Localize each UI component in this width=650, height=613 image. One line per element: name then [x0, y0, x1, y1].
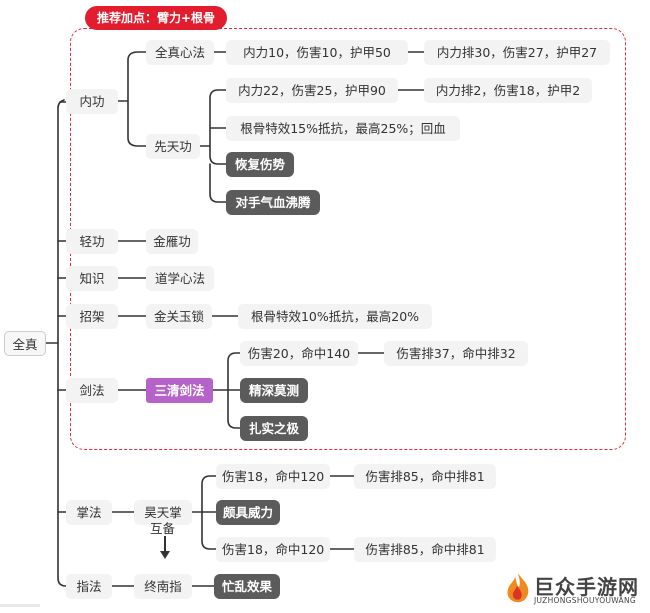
zhifa-skill-mangluan: 忙乱效果 [214, 574, 280, 599]
jianfa-skill-jingshen: 精深莫测 [240, 378, 308, 403]
relation-label: 互备 [150, 521, 176, 536]
node-jianfa: 剑法 [66, 378, 118, 403]
node-zhifa: 指法 [66, 574, 112, 599]
corner-divider [0, 604, 40, 607]
node-qinggong: 轻功 [66, 229, 118, 254]
node-sanqing-jianfa: 三清剑法 [146, 378, 213, 403]
node-xiantian-gong: 先天功 [146, 134, 200, 159]
zhangfa-skill-weili: 颇具威力 [216, 500, 280, 525]
xiantian-stats: 内力22，伤害25，护甲90 [226, 78, 398, 103]
watermark: 巨众手游网 JUZHONGSHOUYOUWANG [498, 568, 648, 610]
recommendation-banner: 推荐加点：臂力+根骨 [85, 6, 228, 30]
xiantian-effect: 根骨特效15%抵抗，最高25%；回血 [226, 116, 460, 141]
zhangfa-stats-2: 伤害18，命中120 [216, 537, 330, 562]
zhangfa-stats: 伤害18，命中120 [216, 464, 330, 489]
node-zhangfa: 掌法 [66, 500, 112, 525]
jianfa-skill-zhashi: 扎实之极 [240, 416, 308, 441]
xiantian-skill-blood: 对手气血沸腾 [226, 190, 320, 215]
quanzhen-rank: 内力排30，伤害27，护甲27 [424, 40, 610, 65]
zhaojia-effect: 根骨特效10%抵抗，最高20% [238, 304, 432, 329]
link-trunk [57, 99, 67, 587]
watermark-name: 巨众手游网 [534, 575, 639, 599]
node-zhaojia: 招架 [66, 304, 118, 329]
node-quanzhen-xinfa: 全真心法 [146, 40, 214, 65]
jianfa-rank: 伤害排37，命中排32 [384, 341, 528, 366]
flame-logo-icon [507, 573, 529, 603]
quanzhen-stats: 内力10，伤害10，护甲50 [226, 40, 408, 65]
node-jinguan-yusuo: 金关玉锁 [146, 304, 212, 329]
node-haotian-zhang: 昊天掌 [134, 500, 192, 525]
xiantian-skill-recover: 恢复伤势 [226, 152, 294, 177]
node-zhishi: 知识 [66, 266, 118, 291]
watermark-url: JUZHONGSHOUYOUWANG [534, 596, 636, 605]
root-node: 全真 [4, 331, 46, 356]
xiantian-rank: 内力排2，伤害18，护甲2 [424, 78, 592, 103]
link-haotian-split [191, 475, 217, 550]
node-neigong: 内功 [66, 89, 118, 114]
node-zhongnan-zhi: 终南指 [134, 574, 192, 599]
zhangfa-rank: 伤害排85，命中排81 [354, 464, 496, 489]
node-jinyan-gong: 金雁功 [146, 229, 198, 254]
jianfa-stats: 伤害20，命中140 [240, 341, 358, 366]
node-daoxue-xinfa: 道学心法 [146, 266, 214, 291]
zhangfa-rank-2: 伤害排85，命中排81 [354, 537, 496, 562]
relation-arrow-icon [160, 551, 170, 559]
relation-arrow-stem [164, 536, 166, 552]
